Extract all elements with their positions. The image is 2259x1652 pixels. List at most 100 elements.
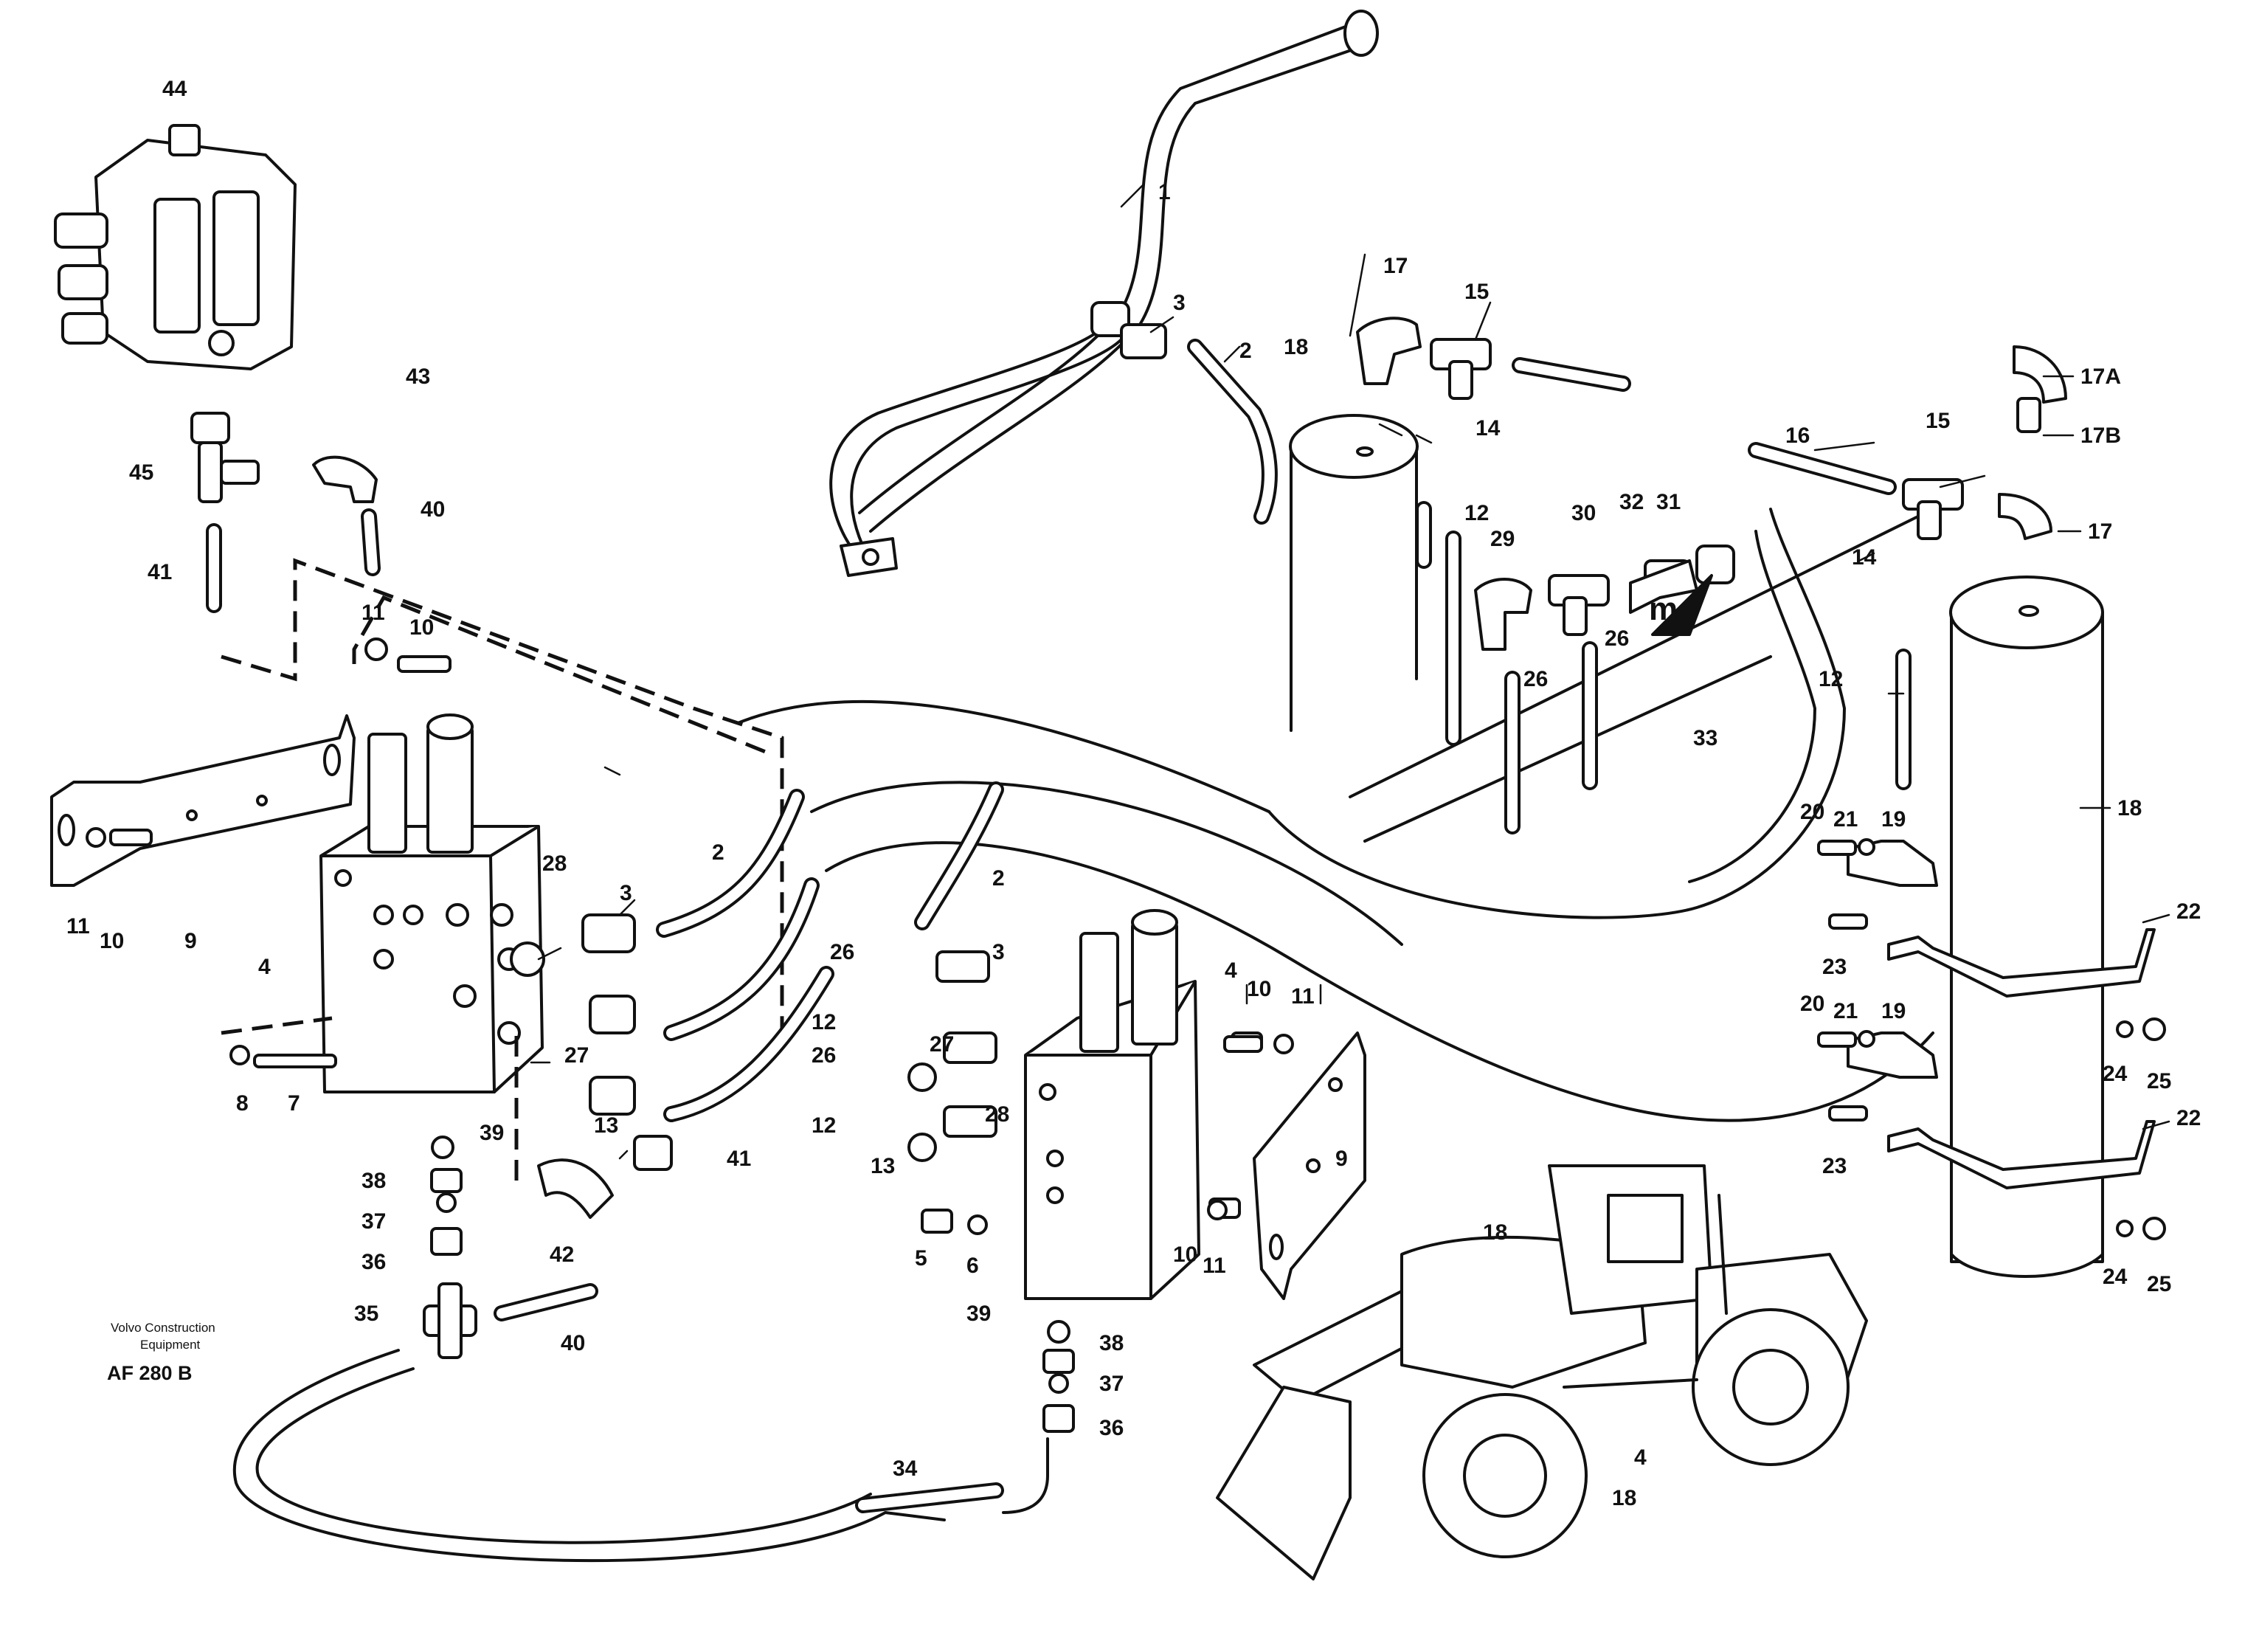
callout-31: 31 [1656,490,1681,514]
callout-7: 7 [288,1091,300,1116]
callout-3: 3 [620,881,632,905]
callout-20: 20 [1800,992,1824,1016]
tee-and-hose-34 [232,1282,1049,1563]
callout-3: 3 [1173,291,1186,315]
callout-28: 28 [542,851,567,876]
callout-26: 26 [830,940,854,964]
callout-43: 43 [406,364,430,389]
callout-21: 21 [1833,999,1858,1023]
hose-routes [736,508,1934,1122]
fitting-3-top [1090,301,1278,525]
callout-26: 26 [812,1043,836,1068]
callout-8: 8 [236,1091,249,1116]
callout-6: 6 [966,1254,979,1278]
callout-26: 26 [1605,626,1629,651]
bracket-9-left [50,714,356,887]
callout-18: 18 [1284,335,1308,359]
callout-27: 27 [930,1032,954,1057]
callout-36: 36 [1099,1416,1124,1440]
callout-4: 4 [1225,958,1237,983]
callout-45: 45 [129,460,153,485]
callout-34: 34 [893,1456,918,1481]
callout-36: 36 [361,1250,386,1274]
callout-11: 11 [66,914,90,939]
callout-9: 9 [1335,1147,1348,1171]
callout-3: 3 [992,940,1005,964]
callout-17B: 17B [2080,424,2121,448]
callout-18: 18 [1612,1486,1636,1510]
dashed-routes [221,558,784,1181]
callout-2: 2 [712,840,724,865]
small-hardware [86,637,2166,1240]
callout-10: 10 [1173,1243,1197,1267]
tee-30-elbow-29 [1416,501,1912,834]
callout-18: 18 [2117,796,2142,820]
callout-12: 12 [812,1113,836,1138]
callout-25: 25 [2147,1272,2171,1296]
callout-27: 27 [564,1043,589,1068]
callout-33: 33 [1693,726,1717,750]
callout-10: 10 [100,929,124,953]
callout-20: 20 [1800,800,1824,824]
bracket-9-right [1253,1031,1366,1300]
callout-12: 12 [1464,501,1489,525]
callout-30: 30 [1571,501,1596,525]
callout-14: 14 [1476,416,1501,440]
callout-22: 22 [2176,1106,2201,1130]
callout-40: 40 [421,497,445,522]
callout-16: 16 [1785,424,1810,448]
callout-2: 2 [1239,339,1252,363]
control-valve-44 [54,124,297,370]
tee-15-elbow-17 [1356,317,2067,540]
fittings-left [430,913,673,1256]
wheel-loader-illustration [1216,1164,1868,1580]
callout-12: 12 [812,1010,836,1034]
illustration-code: AF 280 B [107,1362,193,1384]
m-indicator-arrow [1651,574,1713,636]
callout-23: 23 [1822,1154,1847,1178]
valve-block-4-right [1024,909,1200,1300]
callout-38: 38 [1099,1331,1124,1355]
callout-22: 22 [2176,899,2201,924]
callout-15: 15 [1464,280,1489,304]
credit-line-1: Volvo Construction [111,1321,215,1335]
callout-12: 12 [1819,667,1843,691]
callout-25: 25 [2147,1069,2171,1093]
callout-13: 13 [871,1154,895,1178]
valve-block-4-left [319,713,544,1093]
stub-hoses-40-41 [190,412,381,613]
callout-1: 1 [1158,180,1171,204]
callout-29: 29 [1490,527,1515,551]
callout-13: 13 [594,1113,618,1138]
callout-42: 42 [550,1243,574,1267]
callout-19: 19 [1881,807,1906,832]
callout-10: 10 [1247,977,1271,1001]
callout-4: 4 [258,955,271,979]
callout-11: 11 [1291,984,1315,1009]
callout-24: 24 [2103,1062,2128,1086]
steel-pipe-1 [829,10,1379,577]
callout-28: 28 [985,1102,1009,1127]
accumulator-18-right [1949,576,2104,1278]
callout-14: 14 [1852,545,1877,570]
callout-38: 38 [361,1169,386,1193]
callout-41: 41 [148,560,172,584]
hoses-2-26-12 [656,781,1004,1122]
callout-17A: 17A [2080,364,2121,389]
credit-line-2: Equipment [140,1338,201,1352]
callout-17: 17 [2088,519,2112,544]
callout-41: 41 [727,1147,751,1171]
callout-15: 15 [1926,409,1950,433]
callout-11: 11 [361,601,385,625]
callout-11: 11 [1203,1254,1226,1278]
accumulator-18-left [1289,414,1419,732]
callout-21: 21 [1833,807,1858,832]
callout-10: 10 [409,615,434,640]
callout-4: 4 [1634,1445,1647,1470]
callout-5: 5 [915,1246,927,1271]
callout-37: 37 [361,1209,386,1234]
callout-24: 24 [2103,1265,2128,1289]
callout-39: 39 [480,1121,504,1145]
callout-18: 18 [1483,1220,1507,1245]
